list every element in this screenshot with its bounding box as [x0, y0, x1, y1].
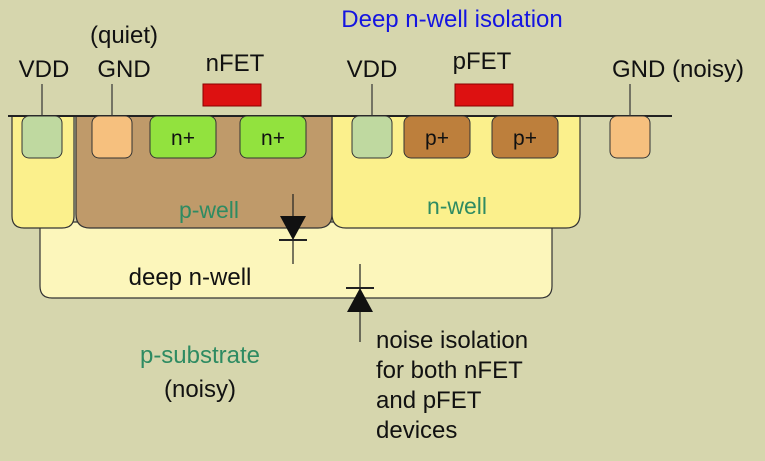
vdd-left-contact	[21, 115, 63, 159]
deep-n-well-label: deep n-well	[129, 264, 252, 291]
gnd-quiet-label: GND	[97, 56, 150, 83]
diode-symbol-substrate-deep-n-well	[346, 264, 374, 342]
pfet-label: pFET	[453, 48, 512, 75]
nfet-gate	[202, 83, 262, 107]
n-plus-label-1: n+	[171, 127, 195, 150]
annotation-line-4: devices	[376, 417, 457, 444]
deep-n-well-region	[39, 221, 553, 299]
n-plus-diffusion-2	[239, 115, 307, 159]
vdd-left-label: VDD	[19, 56, 70, 83]
gnd-quiet-note: (quiet)	[90, 22, 158, 49]
p-plus-label-2: p+	[513, 127, 537, 150]
annotation-line-2: for both nFET	[376, 357, 523, 384]
vdd-right-contact	[351, 115, 393, 159]
n-well-label: n-well	[427, 193, 487, 219]
p-substrate-note: (noisy)	[164, 376, 236, 403]
gnd-quiet-contact	[91, 115, 133, 159]
vdd-right-label: VDD	[347, 56, 398, 83]
diagram-title: Deep n-well isolation	[341, 6, 562, 33]
p-plus-label-1: p+	[425, 127, 449, 150]
nfet-label: nFET	[206, 50, 265, 77]
p-plus-diffusion-1	[403, 115, 471, 159]
p-plus-diffusion-2	[491, 115, 559, 159]
gnd-noisy-label: GND (noisy)	[612, 56, 744, 83]
annotation-line-1: noise isolation	[376, 327, 528, 354]
n-plus-label-2: n+	[261, 127, 285, 150]
pfet-gate	[454, 83, 514, 107]
noise-isolation-annotation: noise isolation for both nFET and pFET d…	[376, 327, 535, 444]
gnd-noisy-contact	[609, 115, 651, 159]
p-substrate-label: p-substrate	[140, 342, 260, 369]
diode-symbol-p-well-deep-n-well	[279, 194, 307, 264]
annotation-line-3: and pFET	[376, 387, 482, 414]
p-well-label: p-well	[179, 197, 239, 223]
n-plus-diffusion-1	[149, 115, 217, 159]
